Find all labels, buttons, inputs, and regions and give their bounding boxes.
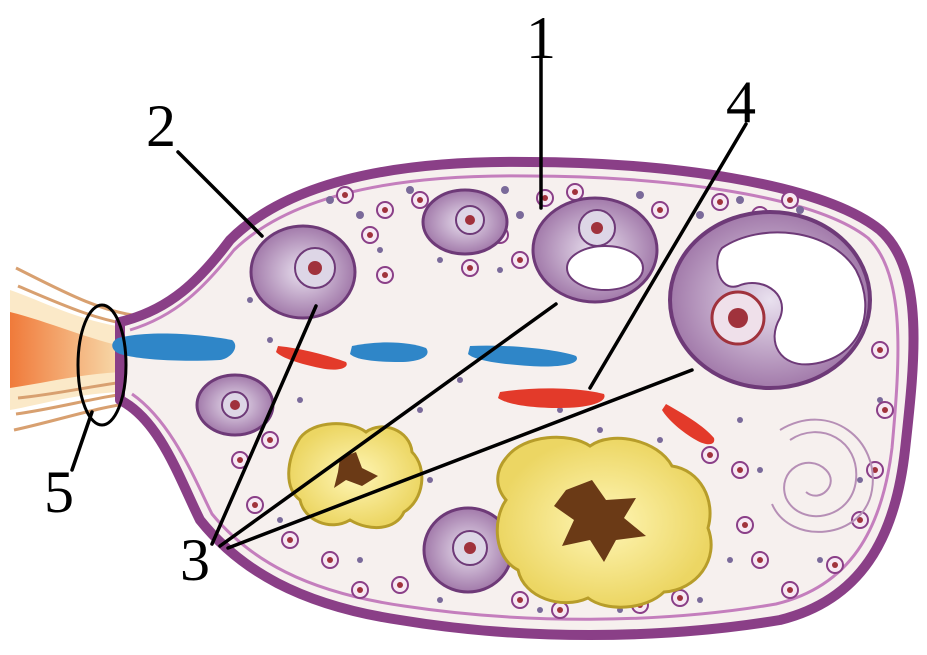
secondary-follicle [533, 198, 657, 302]
label-5: 5 [44, 462, 74, 522]
label-3: 3 [180, 530, 210, 590]
label-1: 1 [526, 8, 556, 68]
mature-follicle [670, 212, 870, 388]
leader-line-2 [178, 152, 262, 236]
leader-line-5 [72, 412, 92, 470]
label-4: 4 [726, 72, 756, 132]
label-2: 2 [146, 96, 176, 156]
corpus-luteum-small [289, 424, 422, 528]
